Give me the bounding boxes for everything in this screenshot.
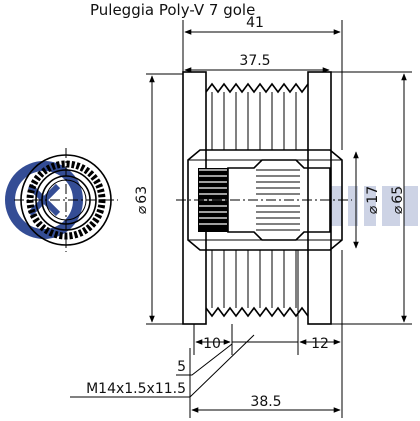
dim-total-length: 38.5: [250, 394, 281, 410]
dim-thread: M14x1.5x11.5: [86, 381, 186, 397]
dim-diameter-17-label: ⌀17: [365, 186, 381, 214]
diameter-symbol: ⌀: [390, 205, 406, 214]
dim-offset-5: 5: [177, 359, 186, 375]
dimension-lines: [70, 20, 412, 418]
dim-overall-width: 41: [246, 15, 264, 31]
dim-groove-offset: 10: [203, 336, 221, 352]
diameter-symbol: ⌀: [134, 205, 150, 214]
dim-diameter-65-label: ⌀65: [390, 186, 406, 214]
dim-pulley-width: 37.5: [239, 53, 270, 69]
pulley-end-view: [14, 148, 118, 252]
drawing-title: Puleggia Poly-V 7 gole: [90, 1, 255, 19]
dim-outer-diameter-label: ⌀63: [134, 186, 150, 214]
pulley-side-view: [176, 71, 352, 325]
diameter-symbol: ⌀: [365, 205, 381, 214]
dim-hub-length: 12: [311, 336, 329, 352]
